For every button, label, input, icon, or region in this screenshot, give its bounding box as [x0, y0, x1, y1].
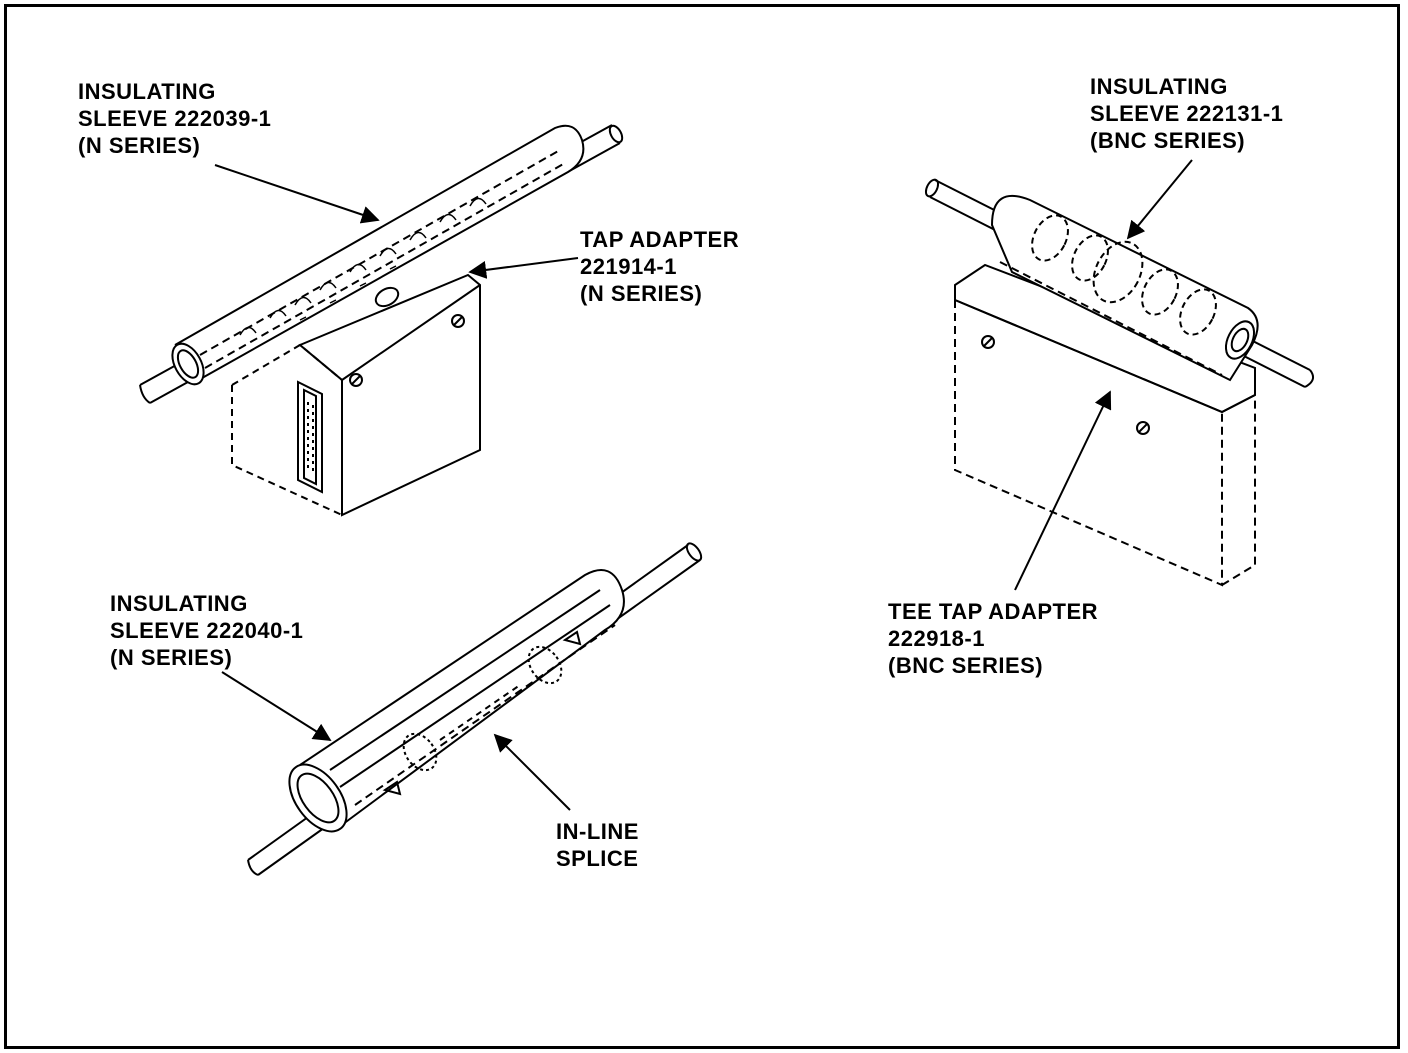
tee-tap-adapter-drawing	[924, 178, 1315, 587]
leader-sleeve-n-splice	[221, 671, 332, 741]
sleeve-bnc	[990, 195, 1259, 382]
label-sleeve-n-splice: INSULATING SLEEVE 222040-1 (N SERIES)	[110, 591, 304, 670]
inline-splice-drawing	[247, 542, 703, 876]
leader-tee-tap-adapter	[1014, 390, 1112, 591]
tap-adapter-box	[231, 273, 481, 517]
label-sleeve-n-tap: INSULATING SLEEVE 222039-1 (N SERIES)	[78, 79, 272, 158]
leader-sleeve-n-tap	[214, 164, 380, 224]
tee-tap-adapter-box	[954, 263, 1256, 587]
leader-inline-splice	[493, 733, 571, 811]
label-sleeve-bnc: INSULATING SLEEVE 222131-1 (BNC SERIES)	[1090, 74, 1284, 153]
label-tap-adapter: TAP ADAPTER 221914-1 (N SERIES)	[580, 227, 740, 306]
figure-frame	[4, 4, 1400, 1049]
sleeve-n-tap	[171, 124, 585, 386]
leader-lines	[214, 159, 1193, 811]
label-inline-splice: IN-LINE SPLICE	[556, 819, 639, 871]
leader-tap-adapter	[468, 257, 579, 279]
sleeve-n-splice	[288, 569, 625, 833]
tap-adapter-drawing	[139, 124, 624, 517]
leader-sleeve-bnc	[1126, 159, 1193, 240]
label-tee-tap-adapter: TEE TAP ADAPTER 222918-1 (BNC SERIES)	[888, 599, 1099, 678]
d-sub-connector	[297, 380, 323, 494]
